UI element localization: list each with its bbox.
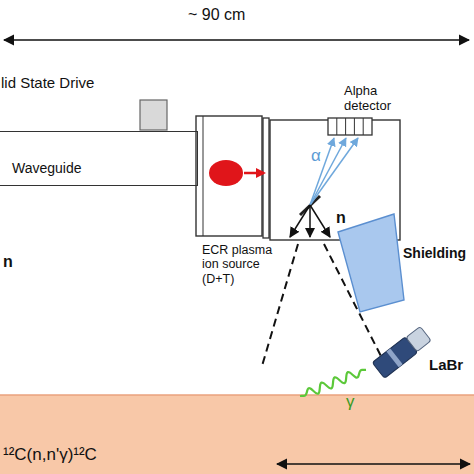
node-label: Shielding <box>403 245 473 261</box>
dimension-label: ~ 90 cm <box>188 6 245 24</box>
ion-source-wall <box>203 116 204 236</box>
node-label: lid State Drive <box>1 74 169 91</box>
node-label: Alpha detector <box>344 84 404 114</box>
gamma-detector: LaBr <box>366 312 472 388</box>
particle-label: α <box>311 147 321 166</box>
gamma-ray <box>300 370 366 396</box>
detector-segment <box>345 118 346 135</box>
alpha-ray <box>310 138 346 205</box>
node-outline <box>336 212 474 316</box>
neutron-arrow <box>310 205 330 237</box>
neutron-arrow <box>309 205 311 237</box>
neutron-cone <box>262 244 298 366</box>
ion-source-housing <box>196 116 262 236</box>
detector-segment <box>363 118 364 135</box>
alpha-detector <box>328 118 372 135</box>
neutron-arrow <box>290 205 310 237</box>
shielding <box>338 214 404 312</box>
detector-box: Alpha detector <box>326 84 418 138</box>
edge-label: γ <box>345 393 356 412</box>
particle-label: n <box>3 253 13 271</box>
shielding-block: Shielding <box>336 212 474 316</box>
alpha-ray <box>310 138 334 205</box>
ion-source-box: ECR plasma ion source (D+T) <box>196 116 292 288</box>
ground-region: ¹²C(n,n'γ)¹²C <box>0 395 474 474</box>
detector-segment <box>354 118 355 135</box>
node-outline <box>366 312 472 388</box>
drive-box: lid State Drive <box>0 72 172 132</box>
dimension-arrow <box>277 463 470 465</box>
detector-crystal <box>406 326 431 351</box>
node-label: ¹²C(n,n'γ)¹²C <box>3 445 203 465</box>
detector-segment <box>336 118 337 135</box>
flange <box>263 118 269 238</box>
plasma <box>209 160 243 186</box>
detector-band <box>386 348 402 367</box>
ground-surface <box>0 394 474 396</box>
particle-label: n <box>336 209 346 227</box>
node-label: Waveguide <box>12 160 132 176</box>
ground-band <box>0 395 474 474</box>
dimension-arrow <box>4 39 469 41</box>
node-label: LaBr <box>429 356 471 373</box>
alpha-ray <box>310 138 358 205</box>
ion-beam-arrow <box>244 172 264 175</box>
node-label: ECR plasma ion source (D+T) <box>202 243 288 286</box>
waveguide-box: Waveguide <box>0 131 198 186</box>
drive-block <box>140 100 167 130</box>
labr-detector <box>372 326 432 379</box>
